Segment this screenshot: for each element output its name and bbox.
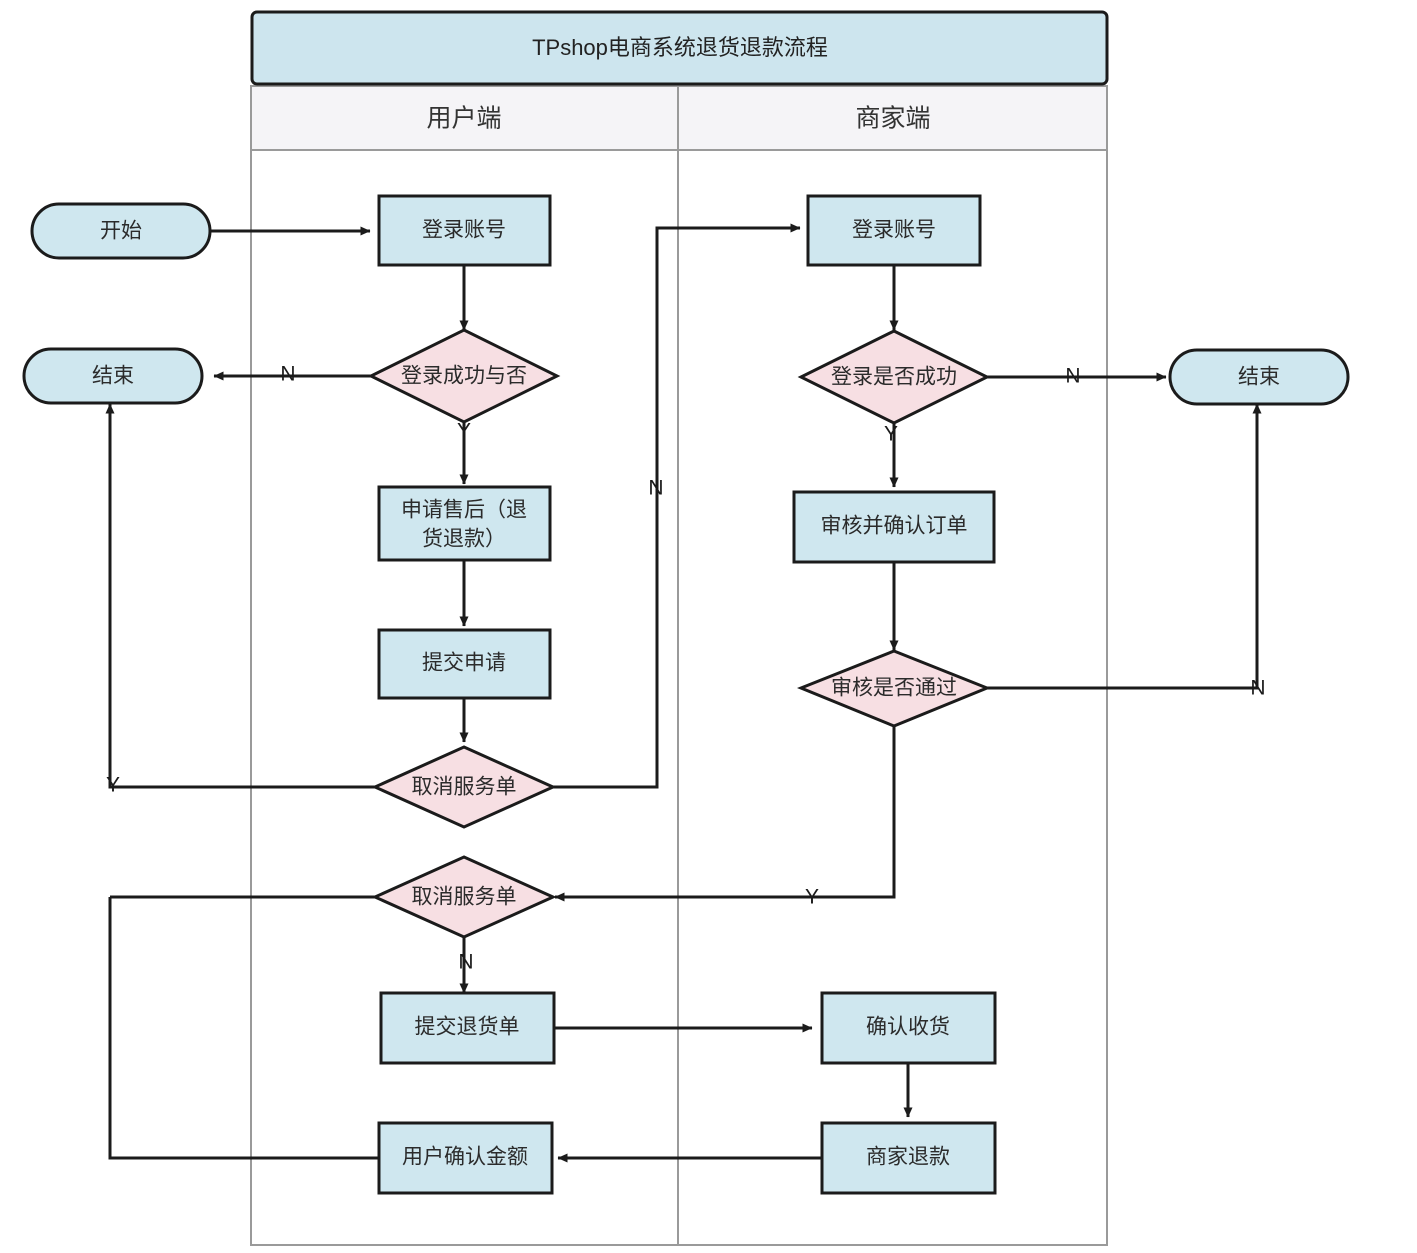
- node-start[interactable]: 开始: [30, 202, 212, 260]
- edge-label-merchant-login-yes: Y: [884, 423, 898, 446]
- edge-label-cancel2-no: N: [458, 951, 473, 974]
- node-apply-aftersale-shape[interactable]: [377, 485, 552, 562]
- node-end-right-label: 结束: [1238, 366, 1280, 389]
- edge-label-review-pass-no: N: [1250, 677, 1265, 700]
- node-merchant-login-shape[interactable]: [806, 194, 982, 267]
- swimlane-pool: 用户端 商家端: [250, 85, 1108, 1246]
- node-merchant-login-check-shape[interactable]: [797, 329, 991, 425]
- node-apply-aftersale-label-line2: 货退款）: [422, 528, 506, 551]
- node-user-confirm-amount-shape[interactable]: [377, 1121, 554, 1195]
- node-submit-return-order-shape[interactable]: [379, 991, 556, 1065]
- node-review-confirm-order[interactable]: 审核并确认订单: [792, 490, 996, 564]
- node-cancel-service-order-2-label: 取消服务单: [412, 886, 517, 909]
- lane-label-merchant: 商家端: [855, 105, 930, 133]
- node-review-pass-check-shape[interactable]: [796, 649, 992, 728]
- node-merchant-refund[interactable]: 商家退款: [820, 1121, 997, 1195]
- node-start-label: 开始: [100, 220, 142, 243]
- edge-label-cancel1-yes: Y: [106, 774, 120, 797]
- node-merchant-login-check[interactable]: 登录是否成功: [797, 329, 991, 425]
- edge-cancel1-no-to-merchant-login: [549, 223, 801, 789]
- edge-review-pass-yes-to-cancel2: [554, 726, 896, 902]
- node-merchant-login-label: 登录账号: [852, 219, 936, 242]
- node-user-confirm-amount[interactable]: 用户确认金额: [377, 1121, 554, 1195]
- node-cancel-service-order-2[interactable]: 取消服务单: [371, 855, 557, 939]
- node-apply-aftersale-label-line1: 申请售后（退: [401, 499, 527, 522]
- node-user-confirm-amount-label: 用户确认金额: [402, 1146, 528, 1169]
- node-end-left[interactable]: 结束: [22, 347, 204, 405]
- node-end-right[interactable]: 结束: [1168, 348, 1350, 406]
- edge-label-merchant-login-no: N: [1065, 365, 1080, 388]
- node-cancel-service-order-1[interactable]: 取消服务单: [371, 745, 557, 829]
- node-submit-return-order-label: 提交退货单: [415, 1016, 520, 1039]
- node-submit-application-shape[interactable]: [377, 628, 552, 700]
- node-confirm-receipt-label: 确认收货: [866, 1016, 950, 1039]
- diagram-title-bar: TPshop电商系统退货退款流程: [250, 10, 1109, 86]
- node-confirm-receipt[interactable]: 确认收货: [820, 991, 997, 1065]
- node-user-login-shape[interactable]: [377, 194, 552, 267]
- node-apply-aftersale[interactable]: 申请售后（退 货退款）: [377, 485, 552, 562]
- edge-labels: N Y Y N N Y N Y N: [106, 363, 1266, 974]
- node-user-login-check-label: 登录成功与否: [401, 365, 527, 388]
- node-merchant-login[interactable]: 登录账号: [806, 194, 982, 267]
- node-confirm-receipt-shape[interactable]: [820, 991, 997, 1065]
- node-review-pass-check-label: 审核是否通过: [831, 677, 957, 700]
- edge-confirm-amount-to-left-rail: [108, 897, 379, 1160]
- node-submit-application[interactable]: 提交申请: [377, 628, 552, 700]
- node-end-right-shape[interactable]: [1168, 348, 1350, 406]
- node-end-left-shape[interactable]: [22, 347, 204, 405]
- node-user-login[interactable]: 登录账号: [377, 194, 552, 267]
- node-cancel-service-order-1-label: 取消服务单: [412, 776, 517, 799]
- node-submit-application-label: 提交申请: [422, 652, 506, 675]
- node-user-login-check-shape[interactable]: [367, 328, 561, 424]
- node-submit-return-order[interactable]: 提交退货单: [379, 991, 556, 1065]
- node-cancel-service-order-2-shape[interactable]: [371, 855, 557, 939]
- lane-header-user: [250, 85, 679, 151]
- node-start-shape[interactable]: [30, 202, 212, 260]
- edge-review-pass-no-to-end-right: [983, 403, 1262, 690]
- node-cancel-service-order-1-shape[interactable]: [371, 745, 557, 829]
- node-merchant-login-check-label: 登录是否成功: [831, 366, 957, 389]
- node-merchant-refund-shape[interactable]: [820, 1121, 997, 1195]
- node-merchant-refund-label: 商家退款: [866, 1146, 950, 1169]
- node-review-confirm-order-shape[interactable]: [792, 490, 996, 564]
- node-review-confirm-order-label: 审核并确认订单: [821, 515, 968, 538]
- connectors: [105, 223, 1262, 1163]
- edge-label-user-login-yes: Y: [457, 420, 471, 443]
- edge-label-user-login-no: N: [280, 363, 295, 386]
- node-user-login-check[interactable]: 登录成功与否: [367, 328, 561, 424]
- title-bar-box: [250, 10, 1109, 86]
- node-review-pass-check[interactable]: 审核是否通过: [796, 649, 992, 728]
- edge-label-cancel1-no: N: [648, 477, 663, 500]
- diagram-title: TPshop电商系统退货退款流程: [532, 35, 828, 60]
- edge-cancel1-yes-to-end-left: [105, 403, 380, 789]
- node-end-left-label: 结束: [92, 365, 134, 388]
- lane-header-merchant: [677, 85, 1108, 151]
- edge-label-review-pass-yes: Y: [805, 886, 819, 909]
- lane-label-user: 用户端: [426, 105, 501, 133]
- node-user-login-label: 登录账号: [422, 219, 506, 242]
